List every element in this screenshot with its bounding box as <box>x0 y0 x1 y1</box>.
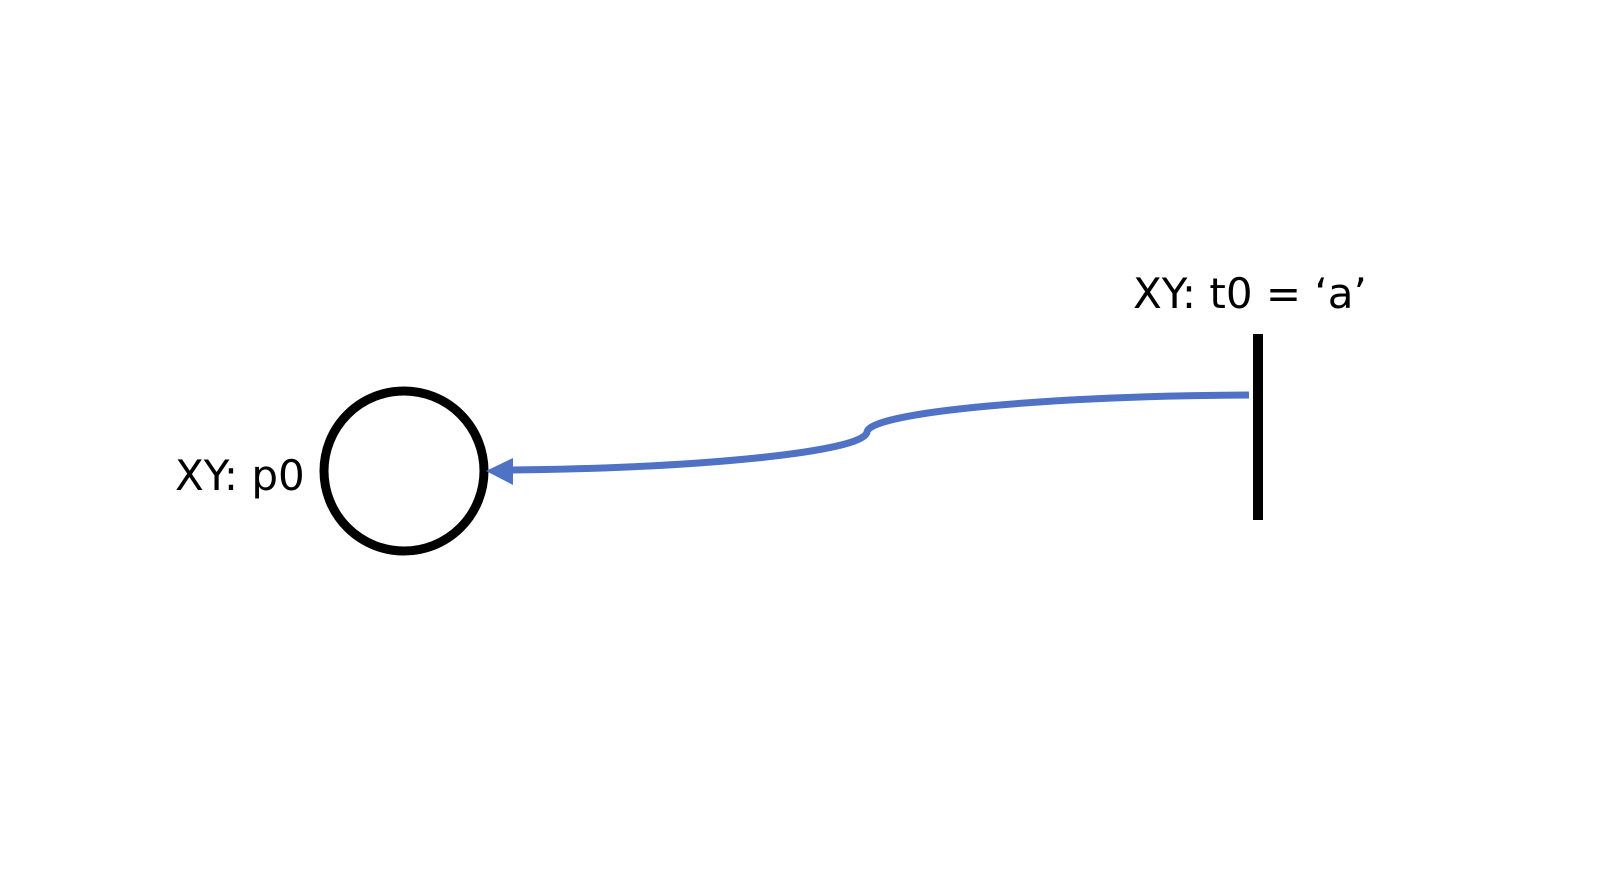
arrowhead-icon <box>486 458 513 485</box>
place-circle[interactable] <box>319 386 489 556</box>
transition-label: XY: t0 = ‘a’ <box>1133 269 1367 318</box>
arc-line[interactable] <box>511 391 1250 474</box>
place-label: XY: p0 <box>175 451 305 500</box>
